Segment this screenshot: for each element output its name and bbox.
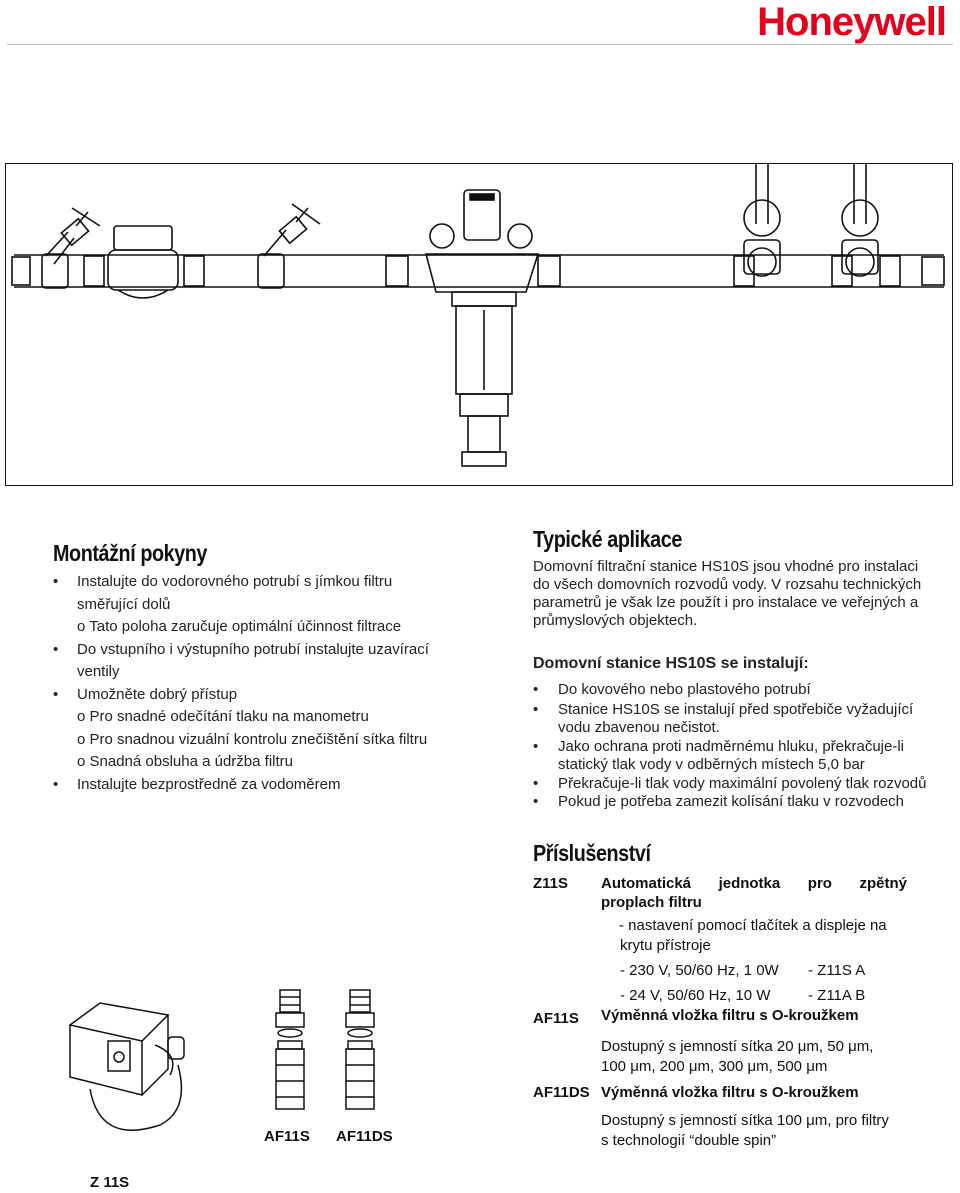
installation-diagram xyxy=(11,164,945,467)
z11s-heading-2: proplach filtru xyxy=(601,894,702,911)
z11s-figure-label: Z 11S xyxy=(90,1174,130,1191)
bullet-mark: • xyxy=(53,685,59,703)
list-item-text: o Snadná obsluha a údržba filtru xyxy=(77,753,293,770)
af11s-code: AF11S xyxy=(533,1010,579,1027)
af11ds-spec: s technologií “double spin” xyxy=(601,1132,777,1149)
stations-list: • Do kovového nebo plastového potrubí • … xyxy=(533,681,958,811)
installation-figure xyxy=(5,163,953,486)
heading-word: zpětný xyxy=(859,875,907,892)
list-item-text: směřující dolů xyxy=(77,595,171,613)
intro-line: do všech domovních rozvodů vody. V rozsa… xyxy=(533,576,922,593)
accessories-list: Z11S Automatická jednotka pro zpětný pro… xyxy=(533,875,953,1175)
heading-word: jednotka xyxy=(718,875,781,892)
list-item-text: statický tlak vody v odběrných místech 5… xyxy=(558,756,865,773)
z11s-variant-code: - Z11S A xyxy=(808,962,866,979)
af11ds-spec: Dostupný s jemností sítka 100 μm, pro fi… xyxy=(601,1112,889,1129)
heading-word: pro xyxy=(807,875,832,892)
list-item-text: o Pro snadné odečítání tlaku na manometr… xyxy=(77,708,369,725)
honeywell-logo: Honeywell xyxy=(757,0,947,44)
bullet-mark: • xyxy=(53,640,59,658)
af11s-spec: Dostupný s jemností sítka 20 μm, 50 μm, xyxy=(601,1038,874,1055)
z11s-variant: - 230 V, 50/60 Hz, 1 0W xyxy=(620,962,779,979)
applications-title: Typické aplikace xyxy=(533,526,682,552)
accessories-title: Příslušenství xyxy=(533,840,651,866)
list-item-text: Pokud je potřeba zamezit kolísání tlaku … xyxy=(558,793,905,810)
heading-word: Automatická xyxy=(601,875,692,892)
accessories-illustration xyxy=(68,989,375,1132)
stations-subtitle: Domovní stanice HS10S se instalují: xyxy=(533,655,809,672)
intro-line: průmyslových objektech. xyxy=(533,612,698,629)
list-item-text: Do kovového nebo plastového potrubí xyxy=(558,681,811,698)
af11s-figure-label: AF11S xyxy=(264,1128,310,1145)
bullet-mark: • xyxy=(533,701,539,718)
intro-line: parametrů je však lze použít i pro insta… xyxy=(533,594,919,611)
bullet-mark: • xyxy=(533,681,539,698)
intro-line: Domovní filtrační stanice HS10S jsou vho… xyxy=(533,558,919,575)
list-item-text: Instalujte bezprostředně za vodoměrem xyxy=(77,775,341,793)
list-item-text: Překračuje-li tlak vody maximální povole… xyxy=(558,775,927,792)
z11s-note: krytu přístroje xyxy=(620,937,711,954)
bullet-mark: • xyxy=(53,775,59,793)
z11s-heading: Automatická jednotka pro zpětný xyxy=(601,875,907,892)
z11s-variant: - 24 V, 50/60 Hz, 10 W xyxy=(620,987,771,1004)
bullet-mark: • xyxy=(533,775,539,792)
af11ds-code: AF11DS xyxy=(533,1084,590,1101)
list-item-text: Instalujte do vodorovného potrubí s jímk… xyxy=(77,573,393,590)
af11ds-figure-label: AF11DS xyxy=(336,1128,393,1145)
z11s-variant-code: - Z11A B xyxy=(808,987,866,1004)
bullet-mark: • xyxy=(533,793,539,810)
bullet-mark: • xyxy=(533,738,539,755)
af11ds-heading: Výměnná vložka filtru s O-kroužkem xyxy=(601,1084,859,1101)
list-item-text: Umožněte dobrý přístup xyxy=(77,685,238,703)
header-divider xyxy=(7,44,953,45)
list-item-text: ventily xyxy=(77,663,120,680)
installation-title: Montážní pokyny xyxy=(53,540,207,566)
list-item-text: o Pro snadnou vizuální kontrolu znečiště… xyxy=(77,730,428,748)
list-item-text: Do vstupního i výstupního potrubí instal… xyxy=(77,640,429,658)
list-item-text: Jako ochrana proti nadměrnému hluku, pře… xyxy=(558,738,905,755)
applications-intro: Domovní filtrační stanice HS10S jsou vho… xyxy=(533,558,953,630)
af11s-spec: 100 μm, 200 μm, 300 μm, 500 μm xyxy=(601,1058,828,1075)
bullet-mark: • xyxy=(53,573,59,590)
installation-list: • Instalujte do vodorovného potrubí s jí… xyxy=(53,571,483,811)
list-item-text: vodu zbavenou nečistot. xyxy=(558,719,720,736)
af11s-heading: Výměnná vložka filtru s O-kroužkem xyxy=(601,1007,859,1024)
list-item-text: o Tato poloha zaručuje optimální účinnos… xyxy=(77,618,402,635)
z11s-note: - nastavení pomocí tlačítek a displeje n… xyxy=(619,917,887,934)
z11s-code: Z11S xyxy=(533,875,569,892)
list-item-text: Stanice HS10S se instalují před spotřebi… xyxy=(558,701,914,718)
